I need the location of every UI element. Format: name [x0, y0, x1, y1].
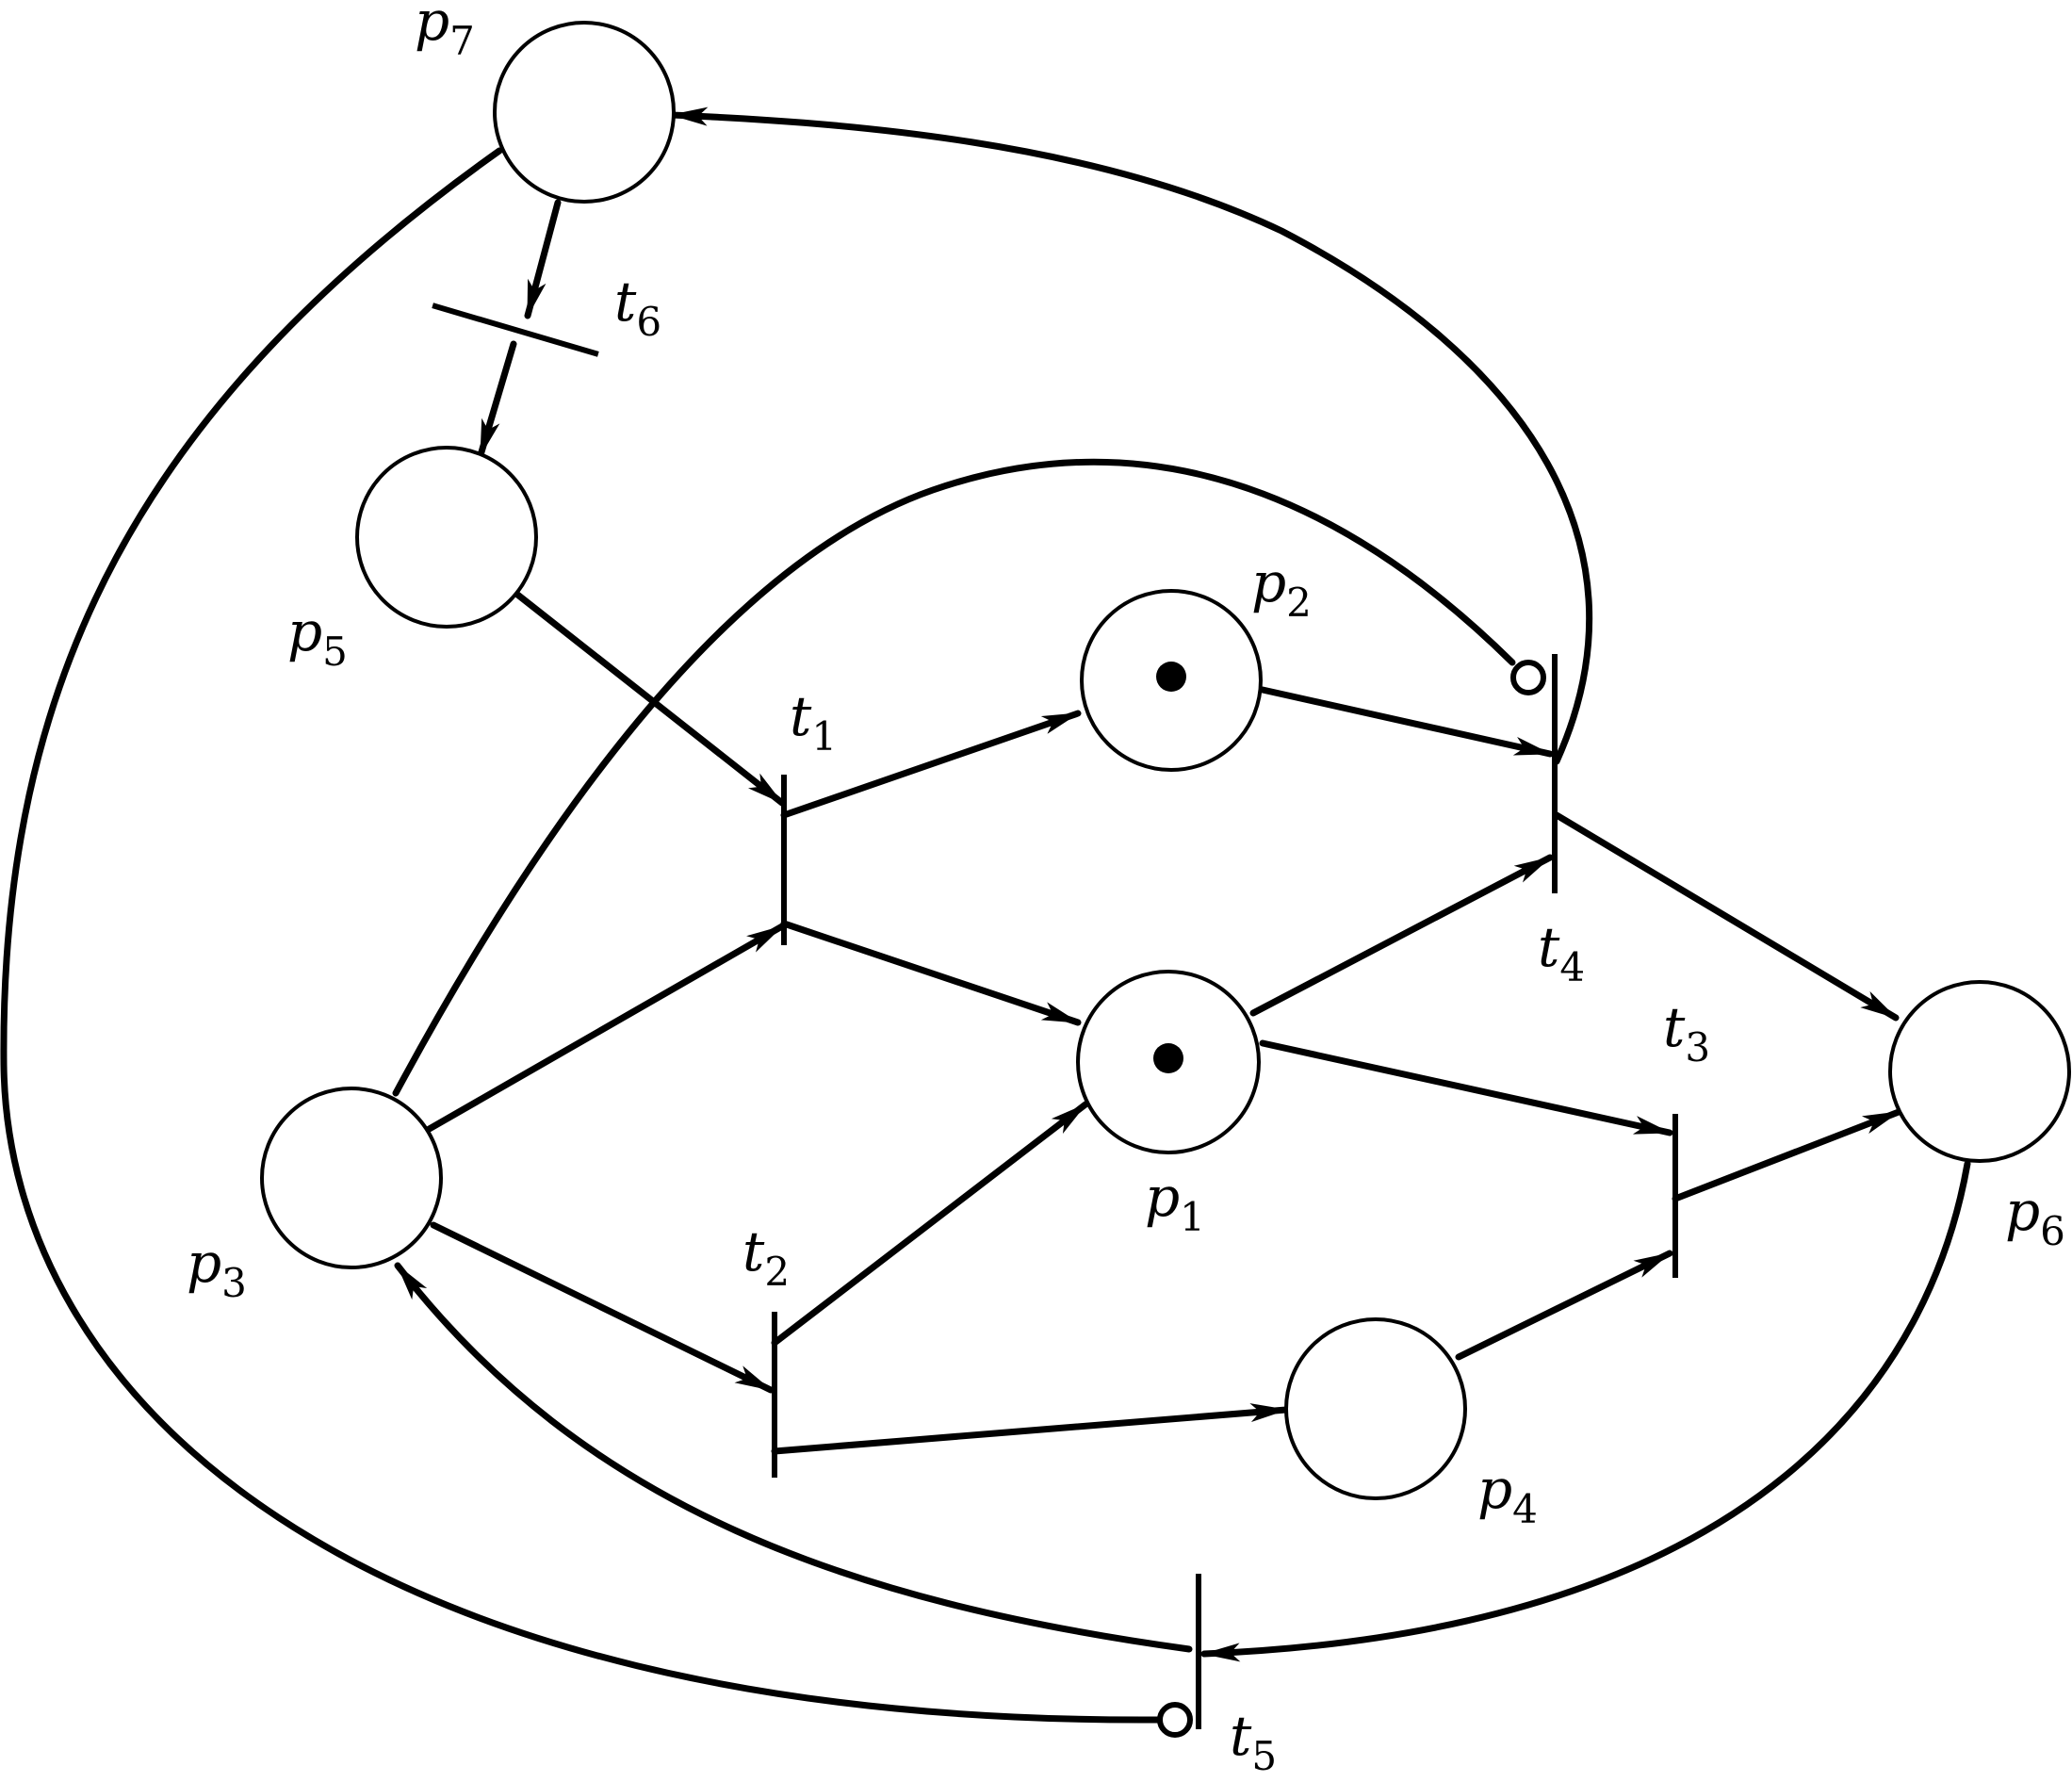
- label-p1: p1: [1145, 1165, 1205, 1240]
- arc-p4-t3: [1455, 1250, 1673, 1361]
- arc-p5-t1: [513, 590, 786, 807]
- label-p7: p7: [415, 0, 475, 64]
- label-p6: p6: [2005, 1179, 2065, 1254]
- label-p3: p3: [187, 1231, 247, 1306]
- place-p5: [355, 446, 538, 629]
- arc-p3-t4-inhibitor: [392, 458, 1516, 1097]
- place-p3: [260, 1087, 443, 1269]
- token-p2: [1156, 662, 1186, 692]
- arc-p7-t6: [524, 199, 562, 319]
- label-t1: t1: [790, 684, 837, 760]
- label-t6: t6: [614, 270, 661, 345]
- place-p7: [493, 21, 676, 204]
- transition-t6: [432, 302, 599, 357]
- arc-p1-t4: [1249, 854, 1554, 1017]
- arc-t5-p3: [394, 1262, 1193, 1653]
- arc-p1-t3: [1259, 1039, 1673, 1136]
- label-t2: t2: [742, 1219, 790, 1295]
- label-t5: t5: [1230, 1704, 1277, 1779]
- arc-t4-p6: [1553, 811, 1900, 1022]
- place-p4: [1284, 1317, 1467, 1500]
- token-p1: [1153, 1043, 1183, 1073]
- label-t4: t4: [1538, 915, 1585, 990]
- label-p2: p2: [1251, 550, 1312, 626]
- place-p6: [1888, 980, 2071, 1163]
- label-p5: p5: [287, 599, 348, 675]
- arc-p7-t5-inhibitor: [0, 147, 1163, 1724]
- label-t3: t3: [1663, 995, 1710, 1071]
- arc-p2-t4: [1259, 686, 1554, 758]
- label-p4: p4: [1477, 1457, 1538, 1532]
- arc-p3-t1: [422, 923, 786, 1135]
- arc-p3-t2: [430, 1221, 775, 1394]
- arc-t1-p1: [780, 920, 1082, 1026]
- arc-t4-p7: [668, 106, 1593, 765]
- arc-t3-p6: [1672, 1108, 1902, 1202]
- arc-t6-p5: [477, 340, 517, 459]
- arc-p6-t5: [1200, 1160, 1971, 1662]
- arc-t2-p4: [771, 1403, 1290, 1455]
- inhibitor-circle-t5: [1157, 1702, 1193, 1738]
- arc-t2-p1: [771, 1101, 1089, 1347]
- inhibitor-circle-t4: [1510, 660, 1546, 695]
- arc-t1-p2: [780, 710, 1082, 819]
